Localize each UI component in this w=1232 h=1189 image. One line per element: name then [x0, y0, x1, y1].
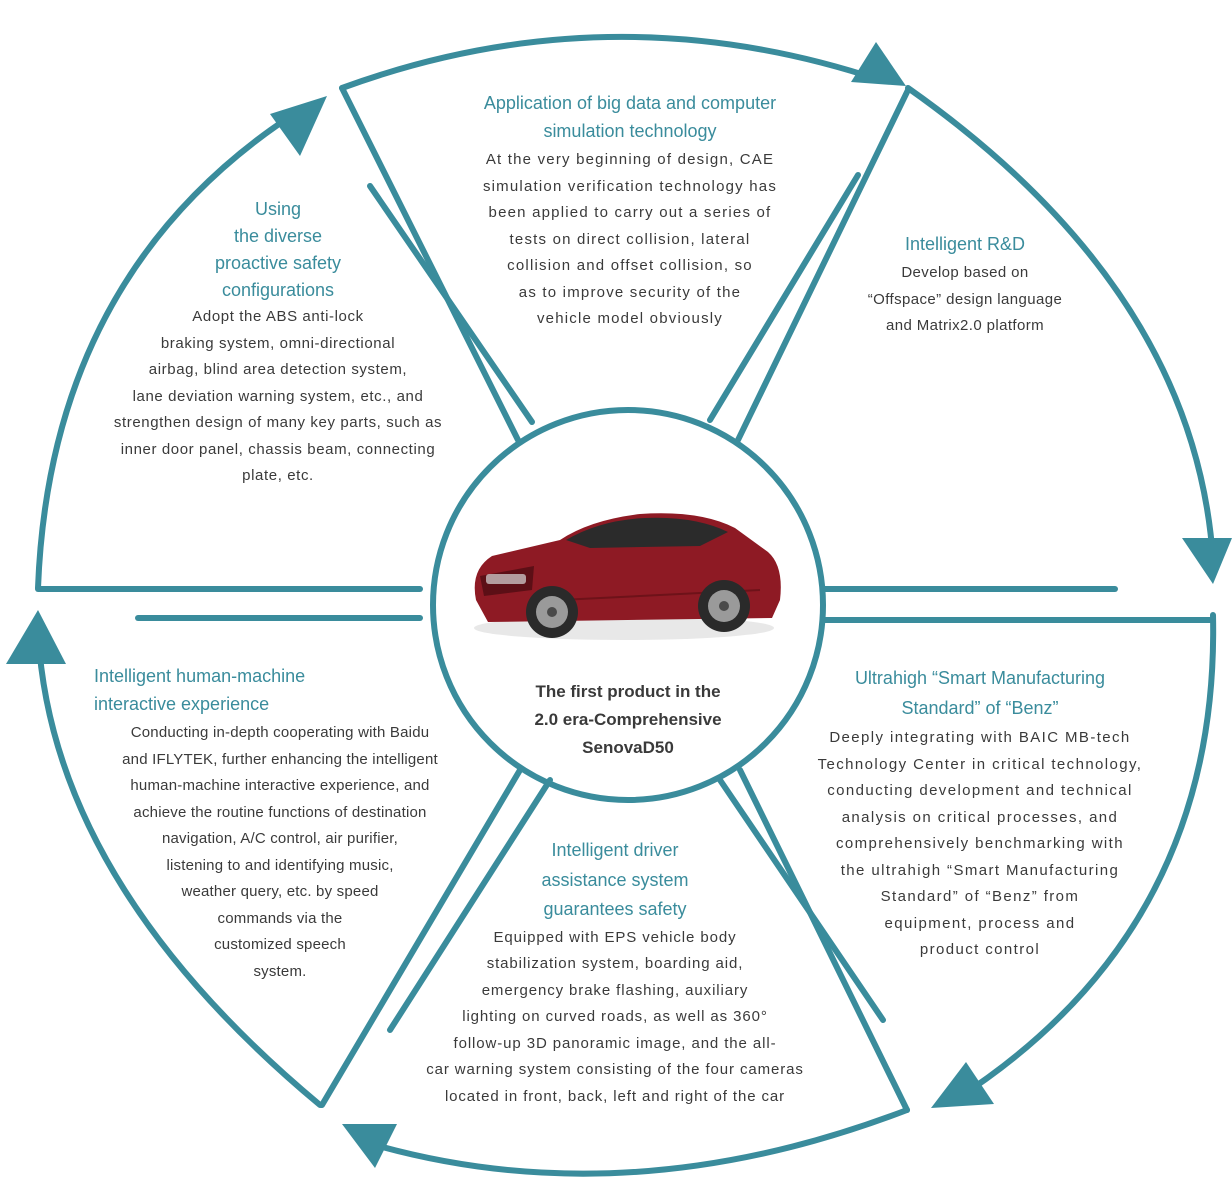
separator-bottom-left — [319, 767, 523, 1108]
section-smart-manufacturing-body: Deeply integrating with BAIC MB-tech Tec… — [817, 729, 1143, 958]
separator-top-right-inner — [707, 172, 861, 423]
section-safety-body: Adopt the ABS anti-lock braking system, … — [113, 308, 443, 484]
arrow-upper-left-icon — [270, 96, 327, 156]
section-rd: Intelligent R&D Develop based on “Offspa… — [830, 230, 1100, 340]
outer-arc-lower-right — [952, 612, 1217, 1103]
section-hmi: Intelligent human-machine interactive ex… — [80, 662, 480, 985]
outer-arc-right — [905, 85, 1216, 563]
outer-arc-bottom — [355, 1107, 910, 1177]
separator-top-right — [735, 87, 911, 443]
arrowheads — [6, 42, 1232, 1168]
section-safety: Using the diverse proactive safety confi… — [86, 196, 470, 490]
section-driver-assist-body: Equipped with EPS vehicle body stabiliza… — [426, 928, 804, 1105]
section-smart-manufacturing-title: Ultrahigh “Smart Manufacturing Standard”… — [854, 668, 1106, 718]
arrow-lower-right-icon — [931, 1062, 994, 1108]
separator-top-left — [339, 85, 521, 443]
outer-arc-lower-left — [35, 627, 323, 1108]
section-hmi-body: Conducting in-depth cooperating with Bai… — [122, 724, 438, 980]
section-rd-body: Develop based on “Offspace” design langu… — [867, 264, 1063, 334]
section-smart-manufacturing: Ultrahigh “Smart Manufacturing Standard”… — [780, 663, 1180, 964]
section-safety-title: Using the diverse proactive safety confi… — [214, 199, 342, 300]
arrow-bottom-left-icon — [342, 1124, 397, 1168]
section-big-data-title: Application of big data and computer sim… — [483, 93, 777, 141]
center-title: The first product in the 2.0 era-Compreh… — [534, 682, 722, 757]
section-rd-title: Intelligent R&D — [904, 234, 1026, 254]
section-driver-assist: Intelligent driver assistance system gua… — [400, 836, 830, 1110]
section-big-data: Application of big data and computer sim… — [420, 89, 840, 333]
separator-bottom-right-inner — [717, 777, 886, 1023]
center-caption: The first product in the 2.0 era-Compreh… — [480, 678, 776, 762]
red-sedan-car — [474, 513, 781, 640]
arrow-left-icon — [6, 610, 66, 664]
outer-arc-upper-left — [35, 107, 303, 591]
arrow-top-right-icon — [851, 42, 906, 86]
center-circle — [430, 407, 826, 803]
outer-arc-top — [339, 33, 883, 91]
section-driver-assist-title: Intelligent driver assistance system gua… — [541, 840, 689, 919]
separator-bottom-left-inner — [387, 777, 553, 1033]
separator-top-left-inner — [367, 183, 535, 425]
arrow-right-icon — [1182, 538, 1232, 584]
section-hmi-title: Intelligent human-machine interactive ex… — [94, 666, 306, 714]
section-big-data-body: At the very beginning of design, CAE sim… — [482, 151, 778, 327]
separator-bottom-right — [737, 767, 910, 1113]
